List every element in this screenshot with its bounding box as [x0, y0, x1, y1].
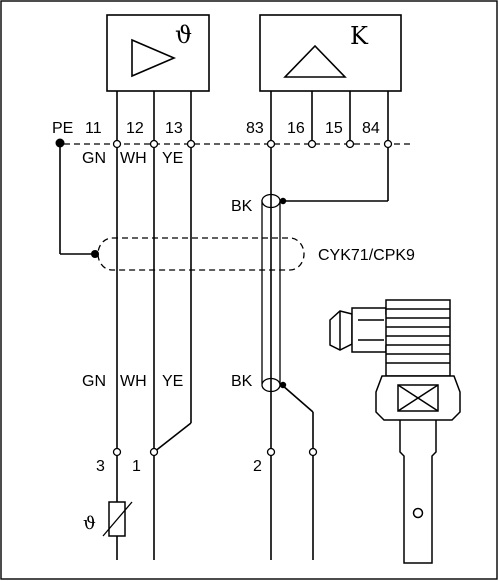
wire-color-wh-top: WH: [120, 150, 147, 167]
cable-label: CYK71/CPK9: [318, 247, 415, 264]
conductivity-symbol: K: [350, 22, 369, 50]
sensor-pin-1: [149, 447, 159, 457]
wire-color-ye-bottom: YE: [162, 373, 183, 390]
amplifier-symbol: ϑ: [175, 21, 192, 49]
terminal-label-84: 84: [362, 120, 380, 137]
temperature-amplifier-block: ϑ: [106, 14, 210, 92]
terminal-12: [149, 139, 159, 149]
resistor-symbol: ϑ: [83, 513, 96, 534]
coax-core-dot-bottom: [279, 381, 287, 389]
terminal-label-12: 12: [126, 120, 144, 137]
terminal-label-pe: PE: [52, 120, 73, 137]
terminal-16: [307, 139, 317, 149]
shield-dot: [91, 250, 99, 258]
terminal-15: [345, 139, 355, 149]
terminal-label-83: 83: [246, 120, 264, 137]
sensor-pin-label-3: 3: [96, 458, 105, 475]
sensor-pin-label-1: 1: [132, 458, 141, 475]
sensor-pin-label-2: 2: [253, 458, 262, 475]
terminal-83: [266, 139, 276, 149]
terminal-label-15: 15: [325, 120, 343, 137]
terminal-label-16: 16: [287, 120, 305, 137]
terminal-11: [112, 139, 122, 149]
conductivity-triangle-icon: [283, 44, 347, 78]
coax-label-top: BK: [231, 198, 253, 215]
terminal-13: [186, 139, 196, 149]
wire-color-wh-bottom: WH: [120, 373, 147, 390]
wire-color-ye-top: YE: [162, 150, 183, 167]
wire-color-gn-bottom: GN: [82, 373, 106, 390]
coax-core-dot-top: [279, 197, 287, 205]
sensor-pin-2: [266, 447, 276, 457]
terminal-label-11: 11: [85, 120, 102, 137]
conductivity-sensor-drawing: [329, 299, 461, 564]
amplifier-triangle-icon: [131, 38, 177, 78]
terminal-label-13: 13: [165, 120, 183, 137]
cable-shield-outline: [97, 237, 305, 271]
wire-color-gn-top: GN: [82, 150, 106, 167]
coax-label-bottom: BK: [231, 373, 253, 390]
terminal-84: [383, 139, 393, 149]
conductivity-block: K: [259, 14, 402, 92]
sensor-pin-4: [308, 447, 318, 457]
sensor-pin-3: [112, 447, 122, 457]
resistor-slash: [102, 501, 133, 537]
